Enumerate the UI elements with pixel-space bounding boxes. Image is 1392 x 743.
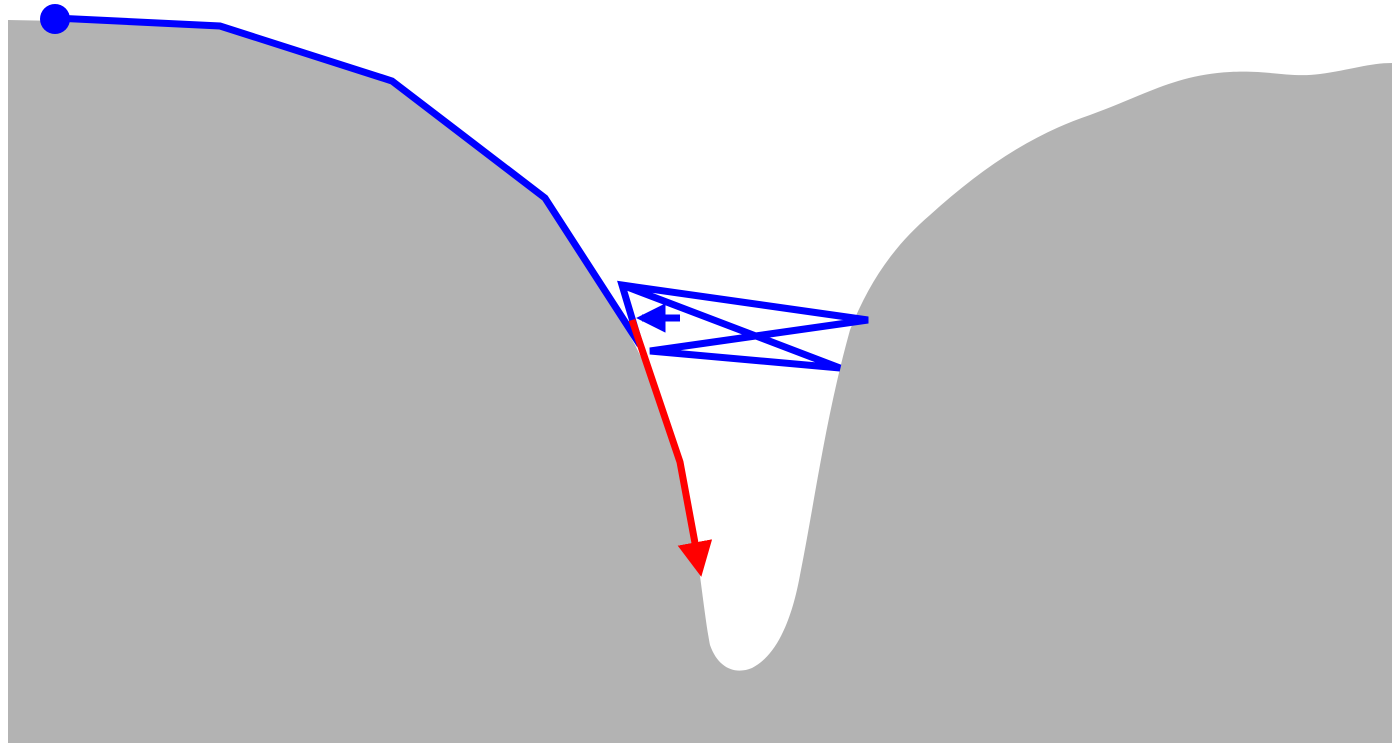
- start-point: [40, 4, 70, 34]
